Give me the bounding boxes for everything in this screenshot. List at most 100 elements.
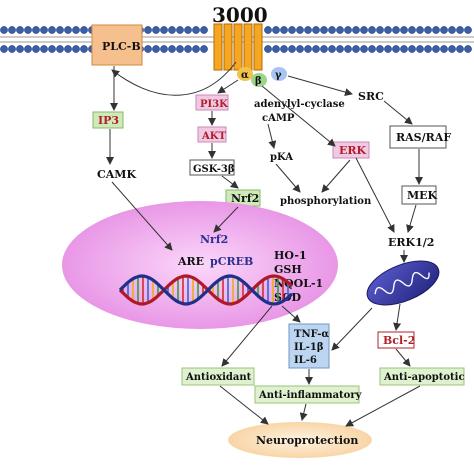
lipid-head [344, 45, 352, 53]
lipid-head [312, 45, 320, 53]
arrow-g-src [287, 75, 353, 96]
arrow-mito-bcl2 [393, 303, 402, 331]
lipid-head [144, 26, 152, 34]
lipid-head [200, 26, 208, 34]
lipid-head [432, 45, 440, 53]
lipid-head [280, 26, 288, 34]
gene-label: HO-1 [274, 249, 307, 262]
lipid-head [424, 45, 432, 53]
pka-label: pKA [270, 152, 293, 163]
antioxidant-label: Antioxidant [185, 372, 252, 383]
bcl2-box [377, 331, 415, 349]
lipid-head [352, 26, 360, 34]
dna-strand [118, 274, 294, 306]
lipid-head [440, 26, 448, 34]
lipid-head [448, 26, 456, 34]
cytokine-label: IL-1β [294, 342, 324, 353]
lipid-head [376, 26, 384, 34]
lipid-head [56, 26, 64, 34]
erk-box [332, 141, 370, 159]
ras-raf-label: RAS/RAF [396, 131, 451, 144]
lipid-head [464, 26, 472, 34]
arrow-nucleus-antioxidant [221, 305, 273, 367]
lipid-head [8, 26, 16, 34]
receptor-loops-label: 3000 [212, 3, 268, 27]
lipid-head [32, 26, 40, 34]
lipid-head [64, 45, 72, 53]
lipid-head [160, 26, 168, 34]
lipid-head [200, 45, 208, 53]
lipid-head [40, 45, 48, 53]
lipid-head [72, 26, 80, 34]
lipid-head [408, 26, 416, 34]
antioxidant-box [181, 367, 255, 386]
are-label: ARE [177, 255, 204, 268]
gene-label: GSH [274, 263, 302, 276]
anti-inflammatory-box [254, 385, 360, 404]
ras-raf-box [389, 125, 447, 149]
lipid-head [264, 45, 272, 53]
arrow-mek-erk12 [406, 204, 417, 233]
gamma-label: γ [275, 70, 282, 81]
lipid-head [376, 45, 384, 53]
lipid-head [192, 45, 200, 53]
arrow-bcl2-antiapoptotic [395, 348, 411, 367]
lipid-head [320, 45, 328, 53]
gpcr-receptor: 3000 [212, 3, 268, 71]
lipid-head [320, 26, 328, 34]
lipid-head [152, 45, 160, 53]
plc-b-label: PLC-B [102, 40, 141, 53]
erk12-label: ERK1/2 [388, 236, 434, 249]
lipid-head [176, 45, 184, 53]
arrow-nucleus-cytokines [281, 305, 301, 323]
mek-box [401, 185, 437, 205]
arrow-camp-pka [267, 123, 277, 149]
lipid-head [48, 45, 56, 53]
anti-inflammatory-label: Anti-inflammatory [258, 390, 363, 401]
lipid-head [0, 26, 8, 34]
pi3k-label: PI3K [200, 99, 228, 110]
lipid-head [168, 45, 176, 53]
lipid-head [0, 45, 8, 53]
arrow-receptor-plc [111, 61, 237, 96]
lipid-head [296, 45, 304, 53]
lipid-head [288, 45, 296, 53]
pcreb-label: pCREB [210, 255, 253, 268]
lipid-head [144, 45, 152, 53]
arrow-antioxidant-neuro [219, 385, 269, 425]
lipid-head [368, 26, 376, 34]
arrow-erk-erk12 [355, 157, 395, 233]
pi3k-box [195, 94, 229, 111]
dna-helix [118, 274, 294, 306]
lipid-head [416, 26, 424, 34]
lipid-head [392, 26, 400, 34]
lipid-head [64, 26, 72, 34]
beta-subunit [251, 73, 267, 87]
arrow-nrf2-nucleus [213, 206, 239, 233]
nucleus [62, 201, 338, 329]
dna-strand [118, 274, 294, 306]
nucleus-nrf2-label: Nrf2 [200, 233, 228, 246]
lipid-head [448, 45, 456, 53]
lipid-head [456, 45, 464, 53]
lipid-head [48, 26, 56, 34]
neuroprotection-label: Neuroprotection [256, 434, 358, 447]
cytokine-label: IL-6 [294, 355, 317, 366]
src-label: SRC [358, 90, 384, 103]
lipid-head [272, 26, 280, 34]
lipid-head [360, 45, 368, 53]
lipid-head [312, 26, 320, 34]
lipid-head [392, 45, 400, 53]
lipid-head [264, 26, 272, 34]
neuroprotection-ellipse [228, 422, 372, 458]
ip3-box [92, 111, 124, 129]
alpha-label: α [241, 70, 249, 81]
erk-label: ERK [339, 144, 367, 157]
lipid-head [280, 45, 288, 53]
lipid-head [336, 45, 344, 53]
lipid-head [16, 26, 24, 34]
nrf2-box-label: Nrf2 [231, 192, 259, 205]
cell-membrane [0, 26, 474, 53]
lipid-head [168, 26, 176, 34]
